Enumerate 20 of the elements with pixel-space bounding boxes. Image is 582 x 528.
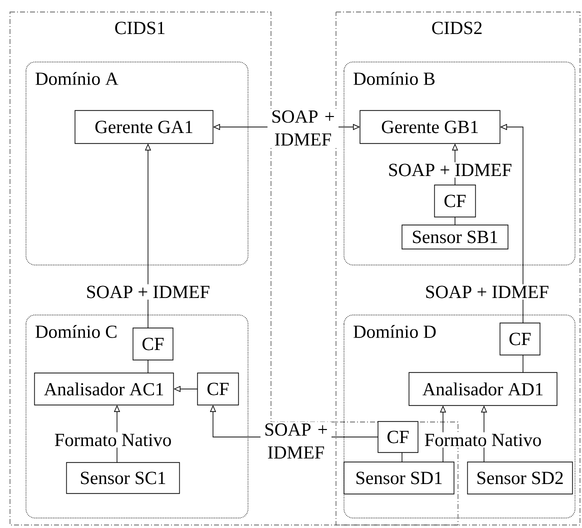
edge-label: SOAP + IDMEF	[423, 284, 551, 300]
cf-box: CF	[378, 421, 418, 453]
component-box: Sensor SD2	[467, 462, 573, 494]
edge-label: Formato Nativo	[422, 432, 544, 448]
component-box: Sensor SD1	[344, 462, 454, 494]
cf-box: CF	[434, 184, 476, 218]
edge-label: SOAP + IDMEF	[386, 162, 514, 178]
cf-box: CF	[197, 372, 239, 406]
component-box: Gerente GA1	[74, 110, 214, 144]
edge-label: Formato Nativo	[52, 432, 174, 448]
edge-label: SOAP + IDMEF	[84, 284, 212, 300]
edge-label: SOAP + IDMEF	[260, 422, 332, 460]
component-box: Analisador AD1	[408, 372, 558, 406]
component-box: Gerente GB1	[360, 110, 500, 144]
cf-box: CF	[132, 328, 174, 360]
component-box: Sensor SC1	[66, 462, 180, 494]
component-box: Analisador AC1	[34, 372, 174, 406]
edge-label: SOAP + IDMEF	[268, 108, 338, 148]
component-box: Sensor SB1	[402, 224, 508, 250]
cf-box: CF	[500, 322, 540, 356]
